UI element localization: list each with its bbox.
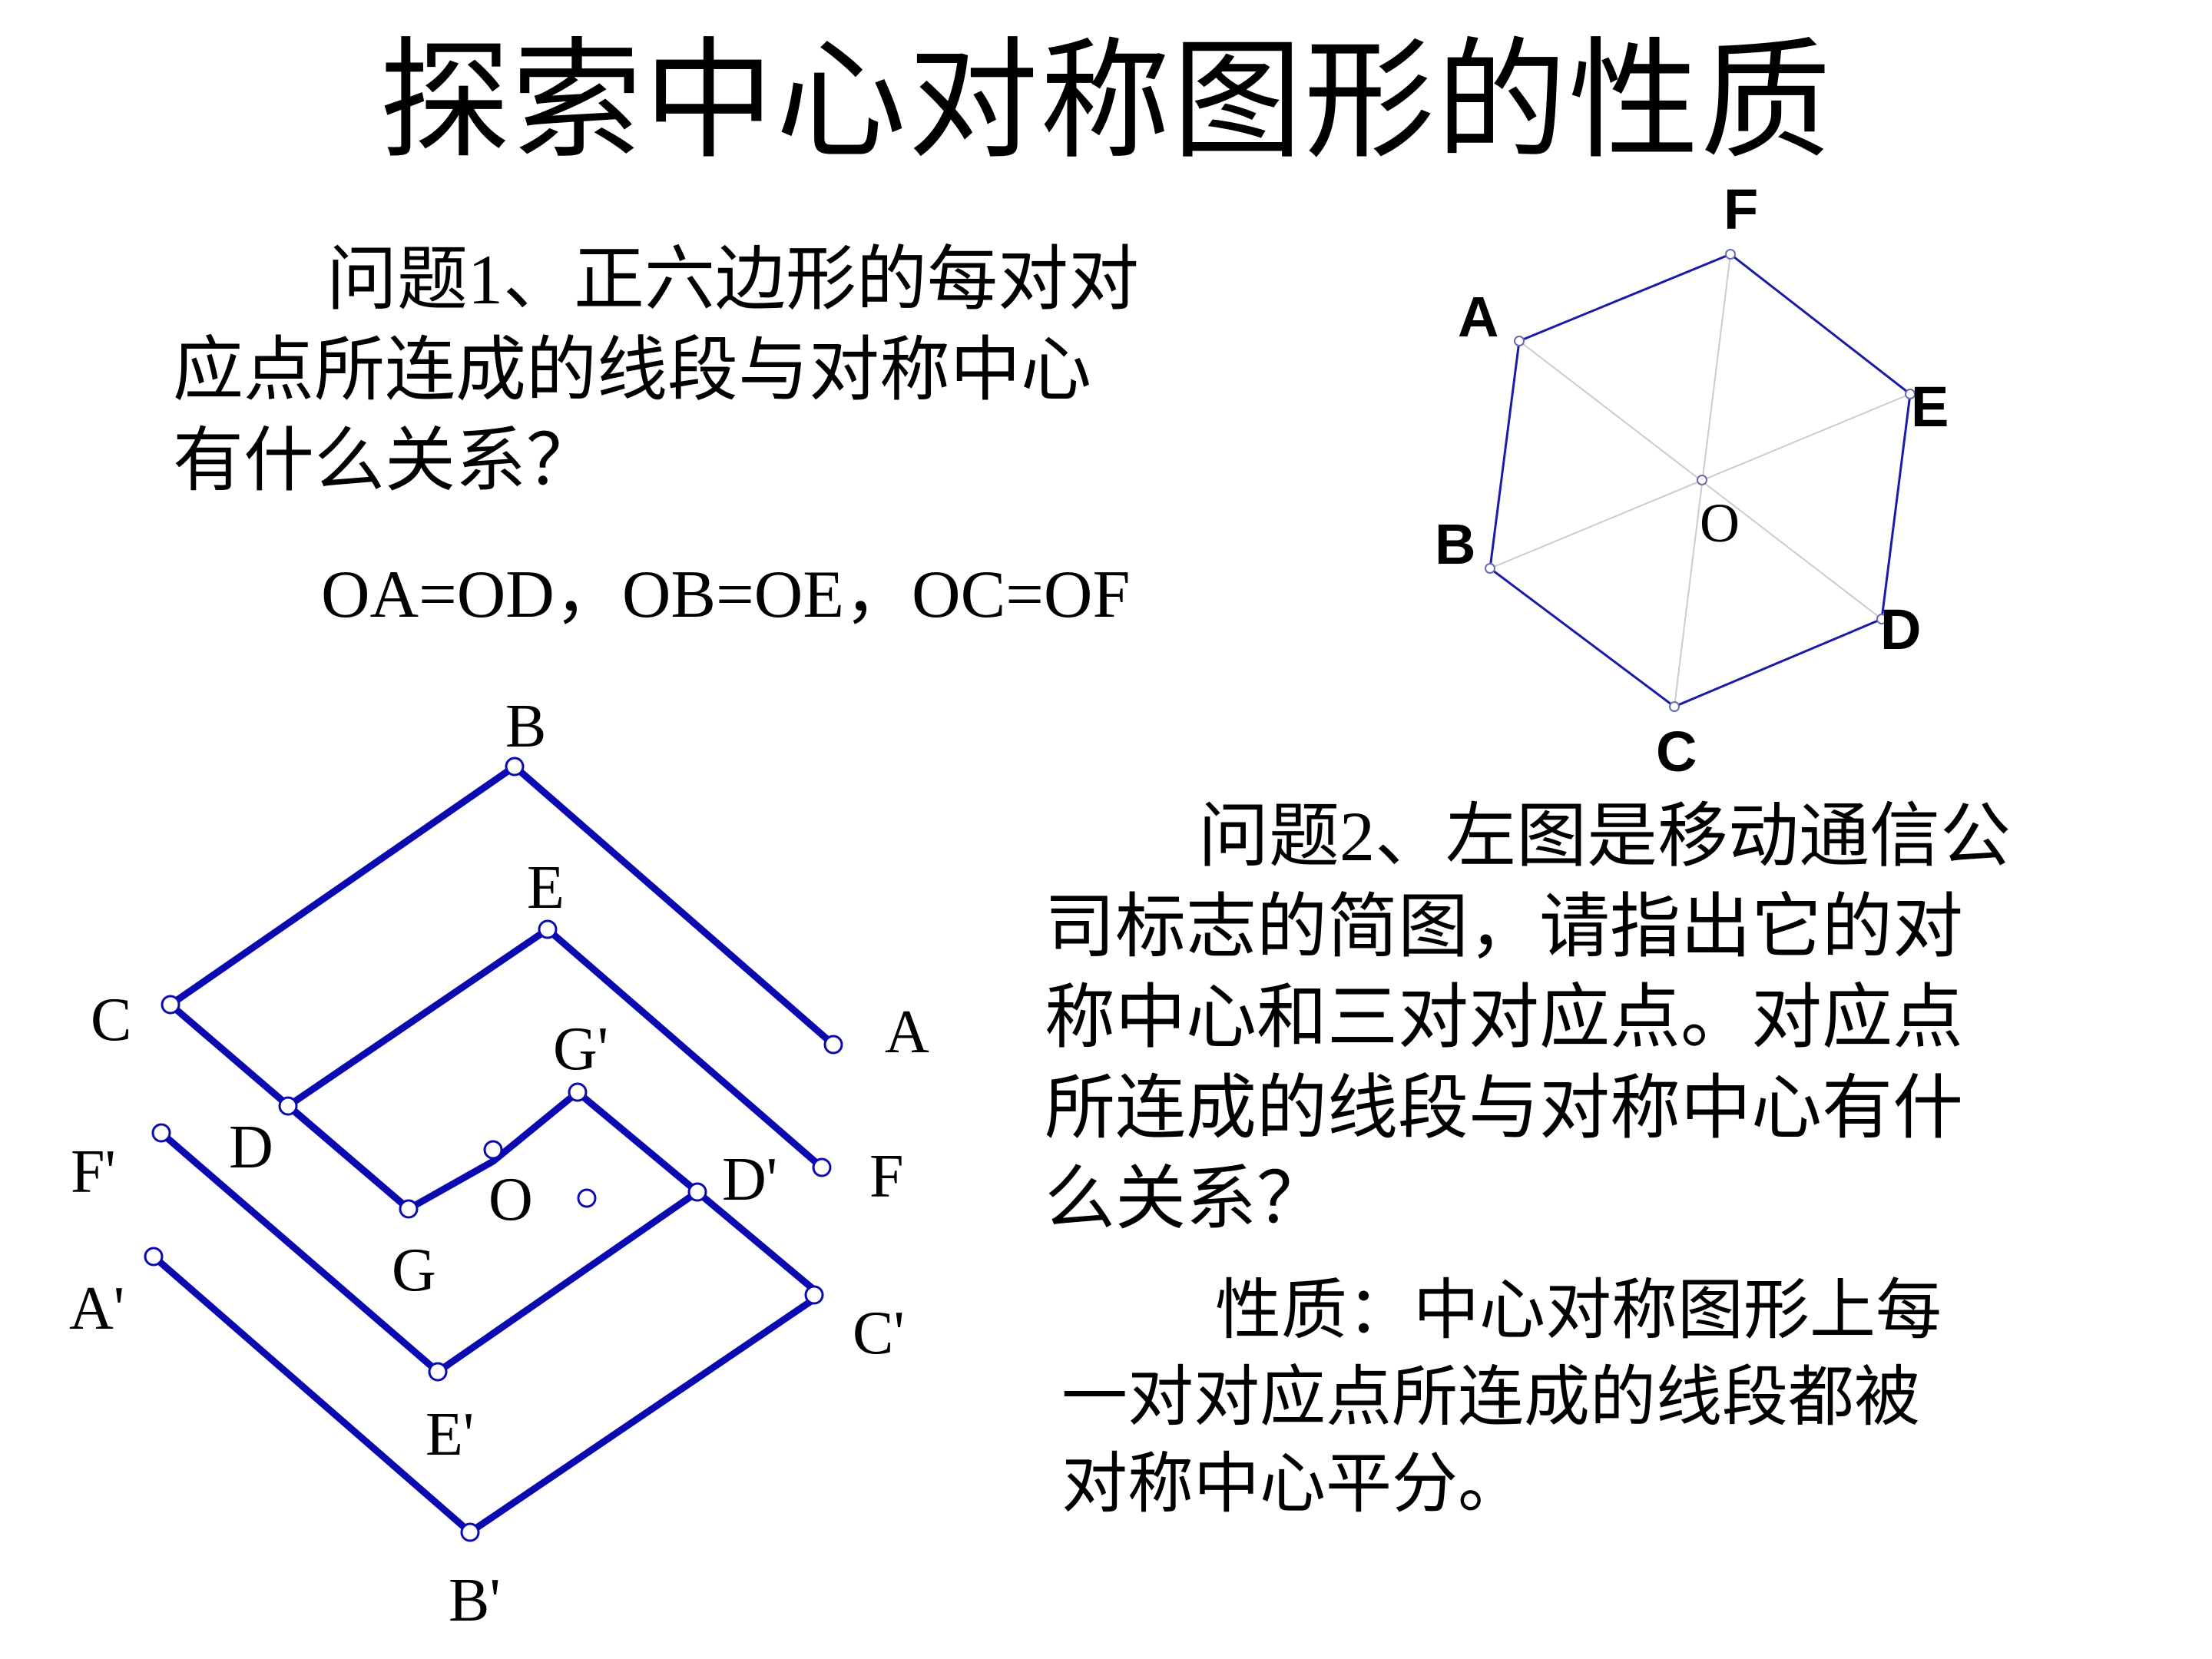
point-e xyxy=(538,919,558,939)
hex-label-o: O xyxy=(1700,492,1740,554)
logo-label-d: D xyxy=(229,1114,273,1181)
vertex-e xyxy=(1905,389,1916,399)
question-1-line: 有什么关系？ xyxy=(173,422,598,500)
point-g-prime xyxy=(568,1082,588,1102)
logo-label-b: B xyxy=(505,693,546,760)
logo-label-f-prime: F' xyxy=(71,1138,116,1206)
logo-label-d-prime: D' xyxy=(722,1146,777,1214)
point-b xyxy=(505,757,525,777)
outer-path-a-b-c xyxy=(167,763,837,1048)
logo-label-a-prime: A' xyxy=(69,1275,124,1343)
point-c-prime xyxy=(804,1285,824,1305)
logo-label-e: E xyxy=(527,854,565,922)
property-line: 性质：中心对称图形上每 xyxy=(1215,1272,1942,1349)
point-d xyxy=(278,1096,298,1116)
vertex-f xyxy=(1725,249,1736,260)
logo-label-g: G xyxy=(392,1237,436,1304)
point-o xyxy=(577,1188,597,1208)
question-1-answer: OA=OD，OB=OE，OC=OF xyxy=(321,558,1131,632)
vertex-a xyxy=(1514,336,1525,346)
page-title: 探索中心对称图形的性质 xyxy=(379,25,1833,177)
hex-label-b: B xyxy=(1435,512,1475,576)
link-d-g xyxy=(284,1102,412,1213)
logo-label-c-prime: C' xyxy=(853,1300,905,1367)
property-line: 一对对应点所连成的线段都被 xyxy=(1061,1359,1920,1435)
point-g xyxy=(399,1199,419,1219)
hex-label-f: F xyxy=(1724,177,1758,241)
question-2-line: 么关系？ xyxy=(1045,1160,1328,1238)
point-f xyxy=(812,1157,832,1177)
question-2-line: 问题2、左图是移动通信公 xyxy=(1198,797,2012,876)
logo-label-b-prime: B' xyxy=(449,1567,501,1634)
logo-label-o: O xyxy=(488,1166,533,1233)
vertex-c xyxy=(1669,701,1680,712)
logo-label-f: F xyxy=(869,1143,904,1210)
property-statement: 性质：中心对称图形上每 一对对应点所连成的线段都被 对称中心平分。 xyxy=(1061,1267,2060,1528)
question-1: 问题1、正六边形的每对对 应点所连成的线段与对称中心 有什么关系？ xyxy=(173,234,1225,506)
point-b-prime xyxy=(460,1522,480,1542)
hex-label-d: D xyxy=(1880,598,1921,661)
center-o xyxy=(1697,475,1707,485)
point-mid xyxy=(483,1140,503,1160)
property-line: 对称中心平分。 xyxy=(1061,1445,1524,1522)
question-1-line: 问题1、正六边形的每对对 xyxy=(326,240,1140,319)
hex-label-a: A xyxy=(1458,285,1498,349)
point-f-prime xyxy=(151,1123,171,1143)
logo-label-c: C xyxy=(91,986,131,1054)
point-e-prime xyxy=(428,1362,448,1382)
point-a-prime xyxy=(144,1247,164,1267)
question-2-line: 司标志的简图，请指出它的对 xyxy=(1045,888,1964,966)
hex-label-c: C xyxy=(1656,720,1697,783)
point-c xyxy=(161,995,180,1015)
question-1-line: 应点所连成的线段与对称中心 xyxy=(173,331,1092,409)
hexagon-vertices xyxy=(1485,249,1916,712)
logo-label-a: A xyxy=(885,998,929,1066)
outer-path-a-prime-b-prime-c-prime xyxy=(150,1253,824,1536)
question-2-line: 所连成的线段与对称中心有什 xyxy=(1045,1069,1964,1147)
question-2-line: 称中心和三对对应点。对应点 xyxy=(1045,979,1964,1057)
point-d-prime xyxy=(687,1182,707,1202)
point-a xyxy=(823,1035,843,1055)
question-2: 问题2、左图是移动通信公 司标志的简图，请指出它的对 称中心和三对对应点。对应点… xyxy=(1045,791,2066,1244)
logo-label-g-prime: G' xyxy=(553,1015,608,1083)
vertex-d xyxy=(1876,614,1887,624)
hex-label-e: E xyxy=(1911,375,1949,439)
logo-points xyxy=(144,757,843,1542)
logo-label-e-prime: E' xyxy=(426,1401,474,1469)
vertex-b xyxy=(1485,563,1495,574)
